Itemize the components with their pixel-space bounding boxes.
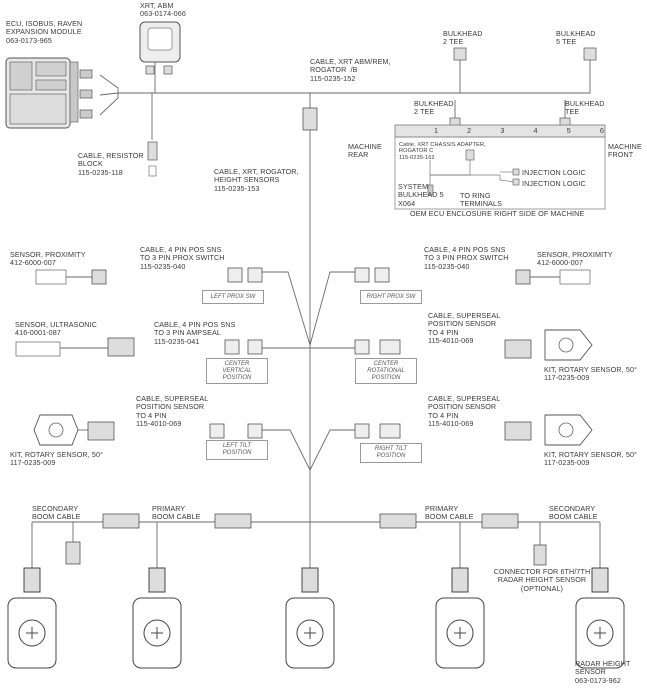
primary-boom-left-label: PRIMARY BOOM CABLE	[152, 504, 201, 522]
rotary-left-label: KIT, ROTARY SENSOR, 50° 117-0235-009	[10, 450, 104, 468]
xrt-abm-label: XRT, ABM 063-0174-066	[140, 1, 186, 19]
bulkhead-mid-left-label: BULKHEAD 2 TEE	[414, 99, 454, 117]
trunk-connector	[302, 107, 318, 131]
port-6: 6	[599, 126, 604, 135]
prox-cable-right-label: CABLE, 4 PIN POS SNS TO 3 PIN PROX SWITC…	[424, 245, 509, 271]
rotary-right-2-label: KIT, ROTARY SENSOR, 50° 117-0235-009	[544, 450, 638, 468]
bulkhead-mid-right-label: BULKHEAD TEE	[565, 99, 605, 117]
tag-center-rotational: CENTER ROTATIONAL POSITION	[355, 358, 417, 384]
bulkhead-top-right-label: BULKHEAD 5 TEE	[556, 29, 596, 47]
oem-enclosure-box	[394, 136, 606, 210]
system-bulkhead-label: SYSTEM BULKHEAD 5 X064	[398, 182, 444, 208]
tag-left-tilt: LEFT TILT POSITION	[206, 440, 268, 460]
superseal-left-label: CABLE, SUPERSEAL POSITION SENSOR TO 4 PI…	[136, 394, 209, 429]
ampseal-cable-label: CABLE, 4 PIN POS SNS TO 3 PIN AMPSEAL 11…	[154, 320, 236, 346]
ultrasonic-sensor	[15, 341, 61, 357]
connector-6th-label: CONNECTOR FOR 6TH/7TH RADAR HEIGHT SENSO…	[493, 567, 591, 593]
xrt-abm-module	[139, 21, 181, 75]
primary-boom-right-label: PRIMARY BOOM CABLE	[425, 504, 474, 522]
resistor-label: CABLE, RESISTOR BLOCK 115-0235-118	[78, 151, 144, 177]
secondary-boom-right-label: SECONDARY BOOM CABLE	[549, 504, 598, 522]
ring-terminals-label: TO RING TERMINALS	[460, 191, 503, 209]
prox-sensor-right-label: SENSOR, PROXIMITY 412-6000-007	[537, 250, 613, 268]
injection-logic-1: INJECTION LOGIC	[522, 168, 586, 177]
port-1: 1	[434, 126, 439, 135]
tag-right-prox: RIGHT PROX SW	[360, 290, 422, 304]
tag-right-tilt: RIGHT TILT POSITION	[360, 443, 422, 463]
port-2: 2	[467, 126, 472, 135]
port-4: 4	[533, 126, 538, 135]
ecu-module	[5, 57, 93, 129]
port-3: 3	[500, 126, 505, 135]
ecu-label: ECU, ISOBUS, RAVEN EXPANSION MODULE 063-…	[6, 19, 83, 45]
rotary-sensor-right-1	[544, 329, 593, 361]
resistor-block	[147, 141, 158, 177]
prox-sensor-left-label: SENSOR, PROXIMITY 412-6000-007	[10, 250, 86, 268]
prox-sensor-right	[559, 269, 591, 285]
radar-sensor-label: RADAR HEIGHT SENSOR 063-0173-962	[575, 659, 631, 685]
bulkhead-tee-top	[449, 47, 597, 129]
machine-rear-label: MACHINE REAR	[348, 142, 382, 160]
rotary-right-1-label: KIT, ROTARY SENSOR, 50° 117-0235-009	[544, 365, 638, 383]
rotary-sensor-right-2	[544, 414, 593, 446]
height-cable-label: CABLE, XRT, ROGATOR, HEIGHT SENSORS 115-…	[214, 167, 299, 193]
injection-logic-2: INJECTION LOGIC	[522, 179, 586, 188]
abm-cable-label: CABLE, XRT ABM/REM, ROGATOR /B 115-0235-…	[310, 57, 391, 83]
rotary-sensor-left	[33, 414, 79, 446]
tag-center-vertical: CENTER VERTICAL POSITION	[206, 358, 268, 384]
superseal-right-1-label: CABLE, SUPERSEAL POSITION SENSOR TO 4 PI…	[428, 311, 501, 346]
prox-cable-left-label: CABLE, 4 PIN POS SNS TO 3 PIN PROX SWITC…	[140, 245, 225, 271]
superseal-right-2-label: CABLE, SUPERSEAL POSITION SENSOR TO 4 PI…	[428, 394, 501, 429]
machine-front-label: MACHINE FRONT	[608, 142, 642, 160]
bulkhead-ports: 1 2 3 4 5 6	[434, 126, 604, 135]
chassis-adapter-label: Cable, XRT CHASSIS ADAPTER, ROGATOR C 11…	[399, 142, 486, 161]
ultrasonic-label: SENSOR, ULTRASONIC 416-0001-087	[15, 320, 97, 338]
bulkhead-top-left-label: BULKHEAD 2 TEE	[443, 29, 483, 47]
port-5: 5	[566, 126, 571, 135]
oem-enclosure-label: OEM ECU ENCLOSURE RIGHT SIDE OF MACHINE	[410, 209, 585, 218]
secondary-boom-left-label: SECONDARY BOOM CABLE	[32, 504, 81, 522]
prox-sensor-left	[35, 269, 67, 285]
tag-left-prox: LEFT PROX SW	[202, 290, 264, 304]
